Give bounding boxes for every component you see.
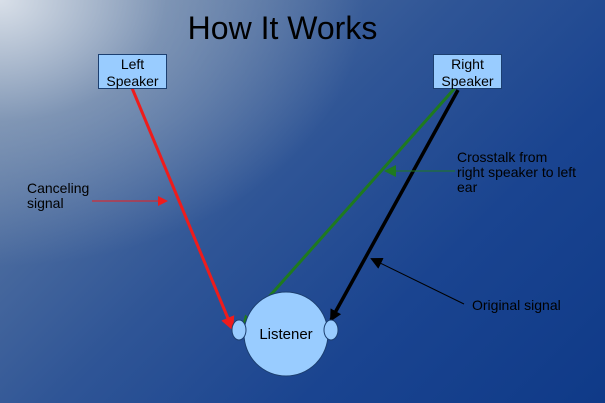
right-speaker-label-line1: Right (451, 56, 484, 72)
crosstalk-label-line3: ear (457, 179, 478, 195)
canceling-signal-label-line1: Canceling (27, 180, 90, 196)
left-speaker-label-line2: Speaker (106, 73, 159, 89)
original-signal-path (329, 89, 460, 322)
right-speaker-label-line2: Speaker (441, 73, 494, 89)
original-signal-pointer (370, 258, 465, 305)
listener-label: Listener (259, 326, 313, 343)
canceling-signal-label: Canceling signal (27, 181, 89, 211)
canceling-signal-path (130, 87, 235, 331)
crosstalk-label-line2: right speaker to left (457, 164, 577, 180)
original-signal-label: Original signal (472, 297, 561, 313)
left-ear (231, 319, 247, 341)
diagram-title: How It Works (187, 10, 378, 46)
right-ear (323, 319, 339, 341)
right-speaker-node: Right Speaker (433, 54, 502, 89)
crosstalk-label: Crosstalk from right speaker to left ear (457, 150, 576, 195)
left-speaker-label-line1: Left (120, 56, 145, 72)
left-speaker-node: Left Speaker (98, 54, 167, 89)
crosstalk-path (241, 87, 457, 328)
canceling-signal-label-line2: signal (27, 195, 64, 211)
crosstalk-label-line1: Crosstalk from (457, 149, 548, 165)
